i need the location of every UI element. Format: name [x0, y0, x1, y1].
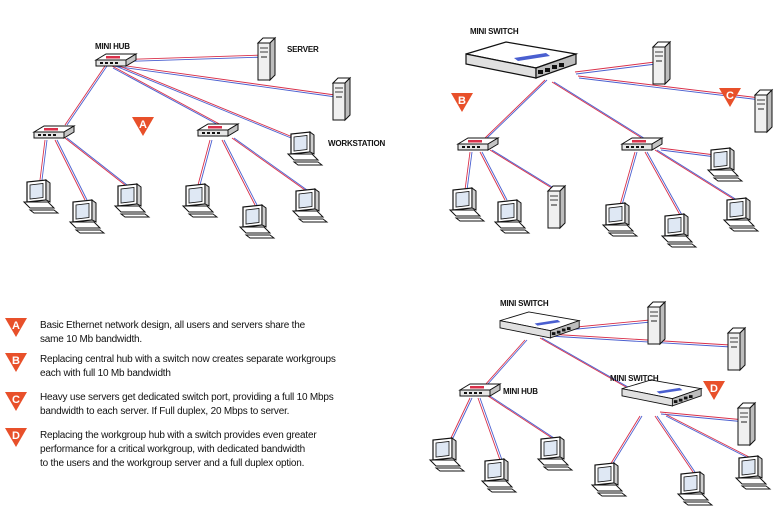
svg-text:C: C [12, 394, 20, 406]
badge-a: A [132, 117, 154, 136]
mini-switch-label: MINI SWITCH [500, 299, 549, 308]
workstation-icon [735, 455, 771, 490]
mini-hub-icon [459, 383, 501, 397]
legend-text-line: Basic Ethernet network design, all users… [40, 320, 306, 331]
svg-text:C: C [726, 90, 734, 102]
legend-text-line: Replacing central hub with a switch now … [40, 354, 336, 365]
legend-text-line: Heavy use servers get dedicated switch p… [40, 392, 334, 403]
workstation-icon [602, 202, 638, 237]
legend-badge-c: C [5, 392, 27, 411]
server-icon [332, 77, 351, 121]
hub-icon [621, 137, 663, 151]
mini-switch-icon [499, 311, 580, 339]
diagram-d: MINI SWITCH MINI HUB MINI SWITCH D [429, 299, 771, 506]
diagram-a: MINI HUB SERVER WORKSTATION A [23, 37, 386, 239]
badge-c: C [719, 88, 741, 107]
workstation-icon [677, 471, 713, 506]
hub-icon [33, 125, 75, 139]
workstation-icon [494, 199, 530, 234]
workstation-icon [591, 462, 627, 497]
svg-text:A: A [12, 320, 20, 332]
hub-icon [457, 137, 499, 151]
badge-b: B [451, 93, 473, 112]
hub-icon [197, 123, 239, 137]
legend-text-line: each with full 10 Mb bandwidth [40, 368, 171, 379]
workstation-label: WORKSTATION [328, 139, 385, 148]
workstation-icon [287, 131, 323, 166]
mini-switch-icon [621, 379, 702, 407]
legend-item-d: D Replacing the workgroup hub with a swi… [5, 428, 318, 469]
legend-item-a: A Basic Ethernet network design, all use… [5, 318, 306, 345]
workstation-icon [481, 458, 517, 493]
workstation-icon [23, 179, 59, 214]
workstation-icon [429, 437, 465, 472]
legend-badge-d: D [5, 428, 27, 447]
server-icon [754, 89, 773, 133]
cables-diagram-b [464, 61, 762, 216]
mini-hub-label: MINI HUB [95, 42, 130, 51]
mini-switch-label: MINI SWITCH [610, 374, 659, 383]
svg-text:D: D [710, 383, 718, 395]
legend-text-line: performance for a critical workgroup, wi… [40, 444, 305, 455]
legend-text-line: same 10 Mb bandwidth. [40, 334, 142, 345]
mini-switch-label: MINI SWITCH [470, 27, 519, 36]
workstation-icon [661, 213, 697, 248]
svg-text:A: A [139, 119, 147, 131]
workstation-icon [239, 204, 275, 239]
badge-d: D [703, 381, 725, 400]
legend-text-line: bandwidth to each server. If Full duplex… [40, 406, 289, 417]
svg-text:D: D [12, 430, 20, 442]
cables-diagram-a [39, 54, 337, 206]
legend-item-c: C Heavy use servers get dedicated switch… [5, 392, 334, 417]
workstation-icon [707, 147, 743, 182]
workstation-icon [292, 188, 328, 223]
mini-hub-icon [95, 53, 137, 67]
workstation-icon [69, 199, 105, 234]
server-label: SERVER [287, 45, 319, 54]
network-cables [39, 54, 762, 476]
server-icon [727, 327, 746, 371]
cables-diagram-d [449, 319, 757, 476]
workstation-icon [182, 183, 218, 218]
mini-hub-label: MINI HUB [503, 387, 538, 396]
server-icon [257, 37, 276, 81]
server-icon [647, 301, 666, 345]
legend-item-b: B Replacing central hub with a switch no… [5, 353, 336, 379]
diagram-b: MINI SWITCH B C [449, 27, 773, 248]
workstation-icon [723, 197, 759, 232]
legend-badge-b: B [5, 353, 27, 372]
server-icon [547, 185, 566, 229]
svg-text:B: B [12, 355, 20, 367]
workstation-icon [537, 436, 573, 471]
server-icon [737, 402, 756, 446]
svg-text:B: B [458, 95, 466, 107]
legend-text-line: Replacing the workgroup hub with a switc… [40, 430, 317, 441]
legend-badge-a: A [5, 318, 27, 337]
workstation-icon [449, 187, 485, 222]
server-icon [652, 41, 671, 85]
mini-switch-icon [465, 41, 577, 79]
legend-text-line: to the users and the workgroup server an… [40, 458, 304, 469]
workstation-icon [114, 183, 150, 218]
legend: A Basic Ethernet network design, all use… [5, 318, 336, 469]
